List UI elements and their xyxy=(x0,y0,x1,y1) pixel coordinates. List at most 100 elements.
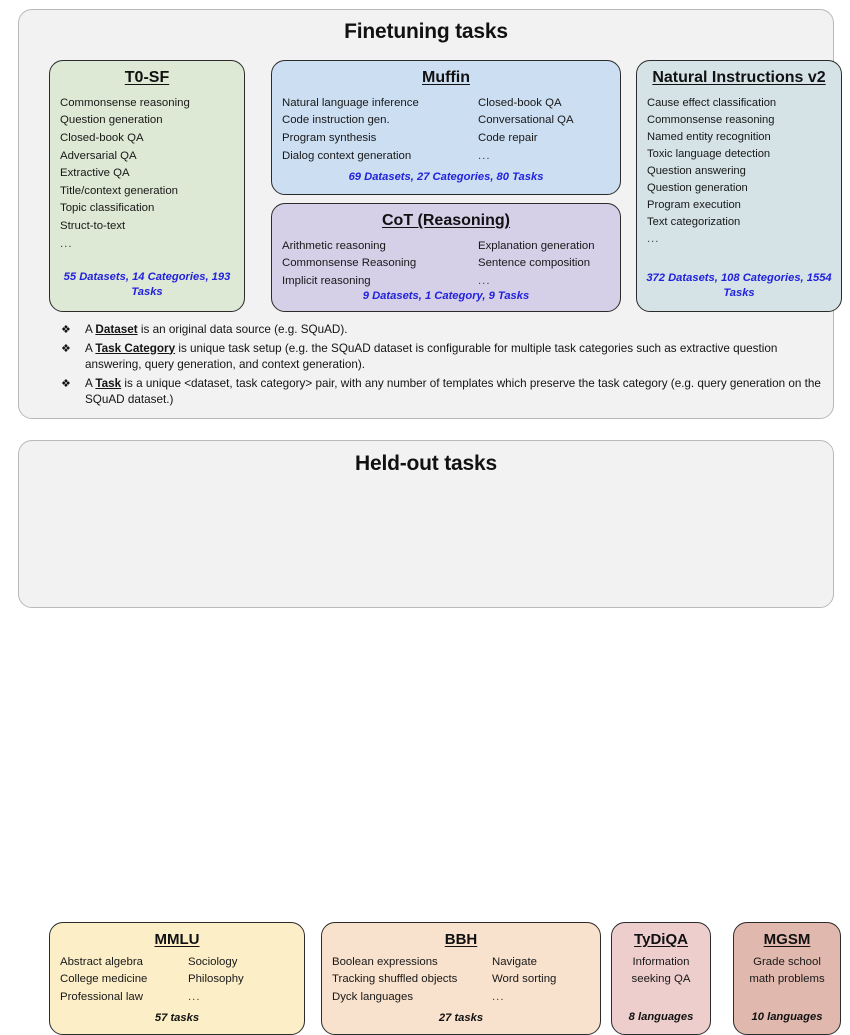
card-mgsm-title: MGSM xyxy=(763,931,811,948)
definition-lead: A xyxy=(85,376,96,390)
list-item: seeking QA xyxy=(631,973,691,986)
card-tydiqa-stats: 8 languages xyxy=(628,1011,694,1023)
list-item: Navigate xyxy=(492,955,537,968)
list-item-ellipsis: ... xyxy=(478,149,491,162)
list-item: Program execution xyxy=(647,198,741,211)
list-item: Commonsense reasoning xyxy=(60,96,190,109)
list-item-ellipsis: ... xyxy=(478,275,491,288)
definition-lead: A xyxy=(85,341,96,355)
card-bbh-column-left: Boolean expressions Tracking shuffled ob… xyxy=(332,954,492,1007)
card-cot-column-right: Explanation generation Sentence composit… xyxy=(478,238,595,291)
list-item: Program synthesis xyxy=(282,132,377,145)
card-muffin: Muffin Natural language inference Code i… xyxy=(271,60,621,195)
definition-rest: is unique task setup (e.g. the SQuAD dat… xyxy=(85,341,778,372)
card-niv2-title: Natural Instructions v2 xyxy=(652,69,826,86)
diamond-bullet-icon: ❖ xyxy=(61,342,71,355)
list-item: Dyck languages xyxy=(332,990,414,1003)
list-item: Dialog context generation xyxy=(282,149,412,162)
list-item: Sentence composition xyxy=(478,257,591,270)
list-item: Information xyxy=(632,955,690,968)
list-item: Commonsense Reasoning xyxy=(282,257,417,270)
list-item: Word sorting xyxy=(492,973,557,986)
card-cot-title: CoT (Reasoning) xyxy=(382,212,510,229)
list-item: Sociology xyxy=(188,955,238,968)
definition-term: Task xyxy=(95,376,122,390)
list-item: Text categorization xyxy=(647,215,741,228)
list-item: Conversational QA xyxy=(478,114,574,127)
card-t0sf-stats: 55 Datasets, 14 Categories, 193 Tasks xyxy=(63,271,231,298)
list-item: Struct-to-text xyxy=(60,220,126,233)
card-cot: CoT (Reasoning) Arithmetic reasoning Com… xyxy=(271,203,621,312)
definition-row-task-category: ❖ A Task Category is unique task setup (… xyxy=(59,341,837,374)
card-tydiqa-title: TyDiQA xyxy=(634,931,688,948)
definition-term: Dataset xyxy=(95,323,138,336)
list-item: Question generation xyxy=(60,114,163,127)
card-mmlu-column-left: Abstract algebra College medicine Profes… xyxy=(60,954,188,1007)
card-mmlu-column-right: Sociology Philosophy ... xyxy=(188,954,244,1007)
card-mmlu: MMLU Abstract algebra College medicine P… xyxy=(49,922,305,1035)
list-item: math problems xyxy=(749,973,825,986)
held-out-tasks-section: Held-out tasks MMLU Abstract algebra Col… xyxy=(18,440,841,1035)
list-item: College medicine xyxy=(60,973,148,986)
list-item: Extractive QA xyxy=(60,167,130,180)
definition-text-dataset: A Dataset is an original data source (e.… xyxy=(85,322,837,339)
card-t0sf-item-list: Commonsense reasoning Question generatio… xyxy=(60,95,234,253)
list-item: Tracking shuffled objects xyxy=(332,973,458,986)
definition-text-task: A Task is a unique <dataset, task catego… xyxy=(85,376,837,409)
finetuning-tasks-section: Finetuning tasks T0-SF Commonsense reaso… xyxy=(18,9,842,419)
list-item: Arithmetic reasoning xyxy=(282,239,386,252)
finetuning-section-title: Finetuning tasks xyxy=(344,20,508,43)
card-mmlu-stats: 57 tasks xyxy=(154,1012,200,1024)
list-item: Adversarial QA xyxy=(60,149,137,162)
card-mgsm: MGSM Grade school math problems 10 langu… xyxy=(733,922,841,1035)
list-item-ellipsis: ... xyxy=(60,237,73,250)
card-tydiqa-item-list: Information seeking QA xyxy=(622,954,700,989)
list-item-ellipsis: ... xyxy=(647,232,660,245)
card-muffin-item-columns: Natural language inference Code instruct… xyxy=(282,95,610,165)
card-mmlu-title: MMLU xyxy=(154,931,200,948)
card-muffin-column-right: Closed-book QA Conversational QA Code re… xyxy=(478,95,574,165)
list-item: Closed-book QA xyxy=(478,96,562,109)
list-item: Closed-book QA xyxy=(60,132,144,145)
list-item: Question answering xyxy=(647,164,746,177)
card-t0sf: T0-SF Commonsense reasoning Question gen… xyxy=(49,60,245,312)
card-mgsm-stats: 10 languages xyxy=(751,1011,823,1023)
card-muffin-stats: 69 Datasets, 27 Categories, 80 Tasks xyxy=(348,171,544,183)
card-cot-stats: 9 Datasets, 1 Category, 9 Tasks xyxy=(362,290,530,302)
list-item: Title/context generation xyxy=(60,184,178,197)
definition-term: Task Category xyxy=(95,341,176,355)
list-item: Natural language inference xyxy=(282,96,419,109)
card-mgsm-item-list: Grade school math problems xyxy=(744,954,830,989)
card-tydiqa: TyDiQA Information seeking QA 8 language… xyxy=(611,922,711,1035)
diamond-bullet-icon: ❖ xyxy=(61,324,71,336)
card-niv2-item-list: Cause effect classification Commonsense … xyxy=(647,95,831,248)
card-t0sf-title: T0-SF xyxy=(124,69,170,86)
list-item: Grade school xyxy=(753,955,821,968)
definitions-list: ❖ A Dataset is an original data source (… xyxy=(59,322,837,411)
list-item: Topic classification xyxy=(60,202,155,215)
list-item: Named entity recognition xyxy=(647,130,771,143)
list-item-ellipsis: ... xyxy=(188,990,201,1003)
definition-row-dataset: ❖ A Dataset is an original data source (… xyxy=(59,322,837,339)
list-item: Explanation generation xyxy=(478,239,595,252)
card-natural-instructions-v2: Natural Instructions v2 Cause effect cla… xyxy=(636,60,842,312)
list-item: Implicit reasoning xyxy=(282,275,371,288)
definition-row-task: ❖ A Task is a unique <dataset, task cate… xyxy=(59,376,837,409)
list-item: Toxic language detection xyxy=(647,147,771,160)
heldout-section-title: Held-out tasks xyxy=(355,452,497,475)
list-item: Philosophy xyxy=(188,973,244,986)
definition-lead: A xyxy=(85,323,96,336)
card-muffin-title: Muffin xyxy=(422,69,470,86)
diamond-bullet-icon: ❖ xyxy=(61,377,71,390)
card-bbh-item-columns: Boolean expressions Tracking shuffled ob… xyxy=(332,954,590,1007)
list-item: Code instruction gen. xyxy=(282,114,390,127)
card-mmlu-item-columns: Abstract algebra College medicine Profes… xyxy=(60,954,294,1007)
card-muffin-column-left: Natural language inference Code instruct… xyxy=(282,95,478,165)
list-item: Professional law xyxy=(60,990,143,1003)
card-bbh-stats: 27 tasks xyxy=(438,1012,484,1024)
list-item: Commonsense reasoning xyxy=(647,113,775,126)
card-bbh: BBH Boolean expressions Tracking shuffle… xyxy=(321,922,601,1035)
list-item: Cause effect classification xyxy=(647,96,777,109)
list-item: Abstract algebra xyxy=(60,955,143,968)
list-item: Question generation xyxy=(647,181,748,194)
